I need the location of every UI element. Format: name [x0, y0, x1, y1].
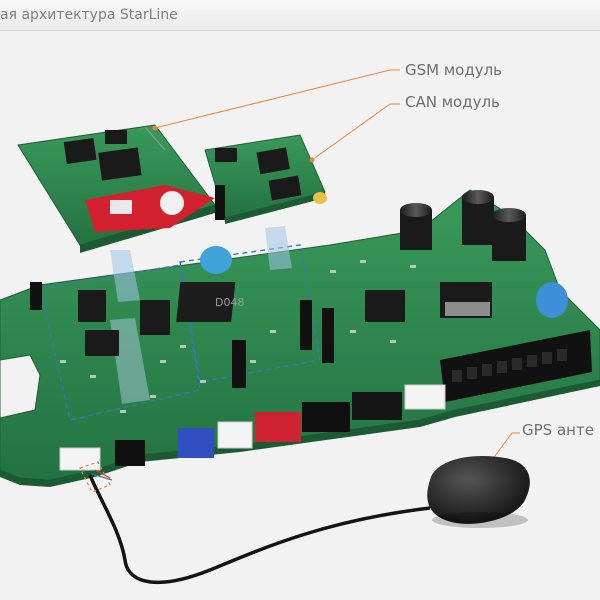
- chip-marking: D048: [215, 296, 244, 309]
- white-connector: [217, 421, 253, 449]
- can-module-board: [204, 134, 327, 224]
- gps-antenna-label: GPS анте: [522, 421, 594, 439]
- gsm-module-board: [17, 124, 216, 253]
- black-connector: [302, 402, 350, 432]
- gsm-leader-line: [154, 69, 400, 129]
- can-zone-outline: [179, 244, 321, 383]
- white-connector: [404, 384, 446, 410]
- capacitor: [400, 203, 432, 250]
- blue-connector: [178, 428, 214, 458]
- capacitor: [462, 190, 494, 245]
- blue-capacitor: [200, 246, 232, 274]
- blue-capacitor: [536, 282, 568, 318]
- title-bar: ая архитектура StarLine: [0, 0, 600, 31]
- main-power-connector: [440, 330, 592, 402]
- gps-antenna: [427, 456, 530, 528]
- black-connector: [352, 392, 402, 420]
- page-title: ая архитектура StarLine: [0, 7, 178, 23]
- gps-cable: [79, 461, 431, 584]
- ic-chip-d048: D048: [176, 282, 244, 322]
- main-board: D048: [0, 189, 600, 487]
- gsm-module-label: GSM модуль: [405, 61, 503, 79]
- can-module-label: CAN модуль: [405, 93, 500, 111]
- can-leader-line: [311, 103, 400, 161]
- red-button: [85, 185, 215, 232]
- red-connector: [255, 412, 301, 442]
- black-connector: [115, 440, 145, 466]
- capacitor: [492, 208, 526, 261]
